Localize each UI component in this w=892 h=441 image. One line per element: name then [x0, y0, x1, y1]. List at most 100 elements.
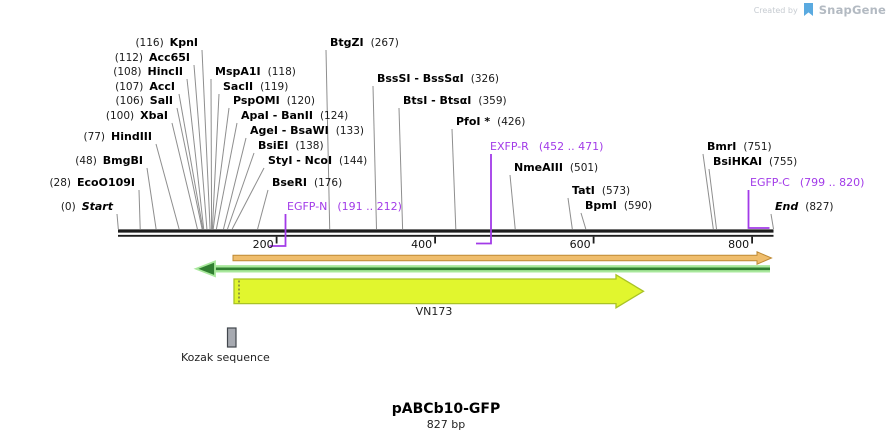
enzyme-name: SalI	[149, 94, 173, 107]
leader-line-sali	[176, 107, 203, 230]
enzyme-label-ecoo109i[interactable]: (28) EcoO109I	[49, 176, 135, 190]
enzyme-label-nmeaiii[interactable]: NmeAIII (501)	[514, 161, 598, 175]
enzyme-label-mspa1i[interactable]: MspA1I(118)	[215, 65, 296, 79]
enzyme-label-apai-banii[interactable]: ApaI - BanII(124)	[241, 109, 348, 123]
enzyme-position: (755)	[769, 156, 798, 168]
primer-label-egfp-c[interactable]: EGFP-C (799 .. 820)	[750, 176, 864, 190]
enzyme-position: (359)	[478, 95, 507, 107]
enzyme-label-btgzi[interactable]: BtgZI(267)	[330, 36, 399, 50]
enzyme-position: (116)	[135, 37, 164, 49]
enzyme-position: (144)	[339, 155, 368, 167]
orange-arrow-feature[interactable]	[232, 251, 773, 265]
enzyme-name: BseRI	[272, 176, 307, 189]
map-length: 827 bp	[426, 418, 466, 431]
leader-line-bsiei	[227, 152, 255, 230]
enzyme-name: HincII	[147, 65, 183, 78]
leader-line-xbai	[171, 122, 198, 230]
leader-line-styi-ncoi	[231, 167, 265, 230]
enzyme-label-tati[interactable]: TatI(573)	[572, 184, 630, 198]
enzyme-label-acci[interactable]: (107)AccI	[115, 80, 175, 94]
enzyme-label-acc65i[interactable]: (112)Acc65I	[115, 51, 190, 65]
primer-label-egfp-n[interactable]: EGFP-N(191 .. 212)	[287, 200, 402, 214]
enzyme-name: KpnI	[169, 36, 198, 49]
enzyme-label-bsihkai[interactable]: BsiHKAI(755)	[713, 155, 797, 169]
primer-range: (799 .. 820)	[799, 176, 865, 189]
enzyme-label-styi-ncoi[interactable]: StyI - NcoI(144)	[268, 154, 367, 168]
enzyme-name: AgeI - BsaWI	[250, 124, 329, 137]
enzyme-position: (827)	[805, 201, 834, 213]
enzyme-position: (751)	[743, 141, 772, 153]
enzyme-label-bpmi[interactable]: BpmI(590)	[585, 199, 652, 213]
enzyme-label-btsi-bts-i[interactable]: BtsI - BtsαI(359)	[403, 94, 507, 108]
leader-line-end	[770, 213, 774, 230]
vn173-feature-arrow[interactable]	[233, 273, 645, 309]
enzyme-label-hincii[interactable]: (108) HincII	[113, 65, 183, 79]
enzyme-label-bseri[interactable]: BseRI (176)	[272, 176, 342, 190]
leader-line-acci	[178, 93, 204, 230]
enzyme-position: (176)	[313, 177, 343, 189]
primer-label-exfp-r[interactable]: EXFP-R(452 .. 471)	[490, 140, 603, 154]
enzyme-label-bmgbi[interactable]: (48) BmgBI	[75, 154, 143, 168]
snapgene-credit: Created by SnapGene	[754, 3, 886, 17]
enzyme-position: (100)	[105, 110, 135, 122]
enzyme-name: ApaI - BanII	[241, 109, 313, 122]
leader-line-mspa1i	[210, 78, 213, 230]
map-footer: pABCb10-GFP 827 bp	[0, 401, 892, 432]
leader-line-btsi-bts-i	[398, 107, 404, 230]
leader-line-nmeaiii	[509, 174, 516, 230]
primer-name: EGFP-C	[750, 176, 790, 189]
kozak-sequence-label: Kozak sequence	[181, 351, 270, 364]
enzyme-position: (48)	[75, 155, 97, 167]
enzyme-label-sacii[interactable]: SacII(119)	[223, 80, 288, 94]
leader-line-bsssi-bsss-i	[372, 85, 377, 230]
enzyme-position: (573)	[601, 185, 631, 197]
enzyme-label-agei-bsawi[interactable]: AgeI - BsaWI(133)	[250, 124, 364, 138]
leader-line-sacii	[211, 93, 220, 230]
enzyme-name: BssSI - BssSαI	[377, 72, 464, 85]
leader-line-bseri	[257, 189, 269, 230]
enzyme-label-pspomi[interactable]: PspOMI (120)	[233, 94, 315, 108]
enzyme-label-bsssi-bsss-i[interactable]: BssSI - BssSαI (326)	[377, 72, 499, 86]
enzyme-position: (108)	[113, 66, 142, 78]
leader-line-ecoo109i	[138, 189, 141, 230]
kozak-sequence-marker[interactable]	[226, 327, 237, 348]
enzyme-label-bsiei[interactable]: BsiEI(138)	[258, 139, 324, 153]
enzyme-position: (0)	[60, 201, 76, 213]
primer-name: EXFP-R	[490, 140, 529, 153]
leader-line-hincii	[186, 78, 205, 230]
leader-line-bmri	[702, 153, 714, 230]
credit-brand: SnapGene	[818, 3, 886, 17]
enzyme-name: BmgBI	[102, 154, 143, 167]
enzyme-name: End	[775, 200, 799, 213]
leader-line-bpmi	[580, 212, 587, 230]
leader-line-pspomi	[212, 107, 230, 230]
enzyme-name: EcoO109I	[77, 176, 135, 189]
enzyme-name: BtgZI	[330, 36, 364, 49]
enzyme-label-start[interactable]: (0)Start	[61, 200, 113, 214]
enzyme-position: (28)	[49, 177, 71, 189]
leader-line-acc65i	[193, 64, 208, 230]
credit-prefix: Created by	[753, 5, 798, 15]
enzyme-name: NmeAIII	[514, 161, 563, 174]
enzyme-position: (106)	[115, 95, 144, 107]
enzyme-label-kpni[interactable]: (116) KpnI	[135, 36, 198, 50]
enzyme-label-hindiii[interactable]: (77)HindIII	[83, 130, 152, 144]
primer-bracket-egfp-n	[269, 214, 287, 247]
vn173-feature-label: VN173	[415, 305, 453, 318]
enzyme-position: (119)	[260, 81, 289, 93]
enzyme-position: (501)	[569, 162, 599, 174]
enzyme-label-pfoi[interactable]: PfoI *(426)	[456, 115, 525, 129]
ruler-tick-label-600: 600	[569, 238, 591, 251]
enzyme-label-xbai[interactable]: (100)XbaI	[106, 109, 168, 123]
enzyme-position: (120)	[286, 95, 315, 107]
green-reverse-arrow-feature[interactable]	[193, 260, 770, 278]
leader-line-pfoi	[451, 128, 457, 230]
ruler-tick-label-200: 200	[252, 238, 274, 251]
enzyme-position: (326)	[470, 73, 500, 85]
enzyme-label-sali[interactable]: (106) SalI	[116, 94, 173, 108]
sequence-ruler[interactable]	[118, 229, 774, 244]
enzyme-label-bmri[interactable]: BmrI(751)	[707, 140, 772, 154]
ruler-tick-label-400: 400	[411, 238, 433, 251]
enzyme-label-end[interactable]: End (827)	[775, 200, 833, 214]
enzyme-name: PspOMI	[233, 94, 280, 107]
